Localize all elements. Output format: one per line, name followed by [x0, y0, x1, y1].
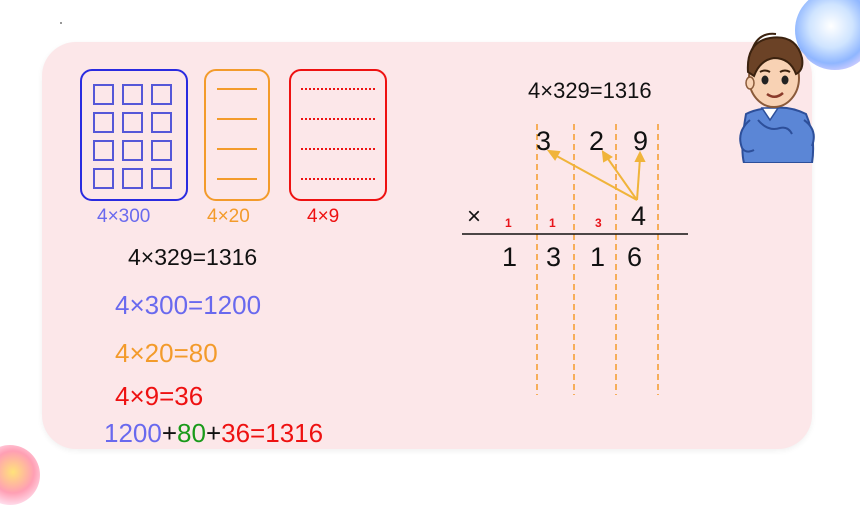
hundreds-caption: 4×300 [97, 206, 151, 227]
content-board [42, 42, 812, 449]
vertical-heading: 4×329=1316 [528, 78, 652, 103]
hundred-square [151, 140, 172, 161]
ten-line [217, 148, 257, 150]
hundred-square [151, 84, 172, 105]
ones-dot-row [301, 148, 375, 150]
hundred-square [151, 112, 172, 133]
ones-dot-row [301, 178, 375, 180]
multiply-arrows [546, 149, 646, 201]
product-hundreds-digit: 3 [546, 242, 562, 272]
multiplicand-tens-digit: 2 [589, 126, 605, 156]
sum-equation: 1200+80+36=1316 [104, 418, 323, 449]
times-sign: × [467, 203, 482, 230]
hundred-square [93, 168, 114, 189]
left-equation: 4×329=1316 [128, 244, 258, 270]
carry-digit: 3 [595, 216, 602, 230]
partial-ones: 4×9=36 [115, 381, 204, 411]
ten-line [217, 118, 257, 120]
hundred-square [122, 112, 143, 133]
sum-term-ones: 36=1316 [221, 418, 324, 448]
hundred-square [93, 140, 114, 161]
multiplicand-hundreds-digit: 3 [536, 126, 552, 156]
multiplier-digit: 4 [631, 201, 647, 231]
hundred-square [93, 84, 114, 105]
hundreds-block [80, 69, 188, 201]
ones-caption: 4×9 [307, 206, 340, 227]
carry-digit: 1 [505, 216, 512, 230]
hundred-square [122, 84, 143, 105]
tens-block [204, 69, 270, 201]
sum-term-tens: 80 [177, 418, 206, 448]
ten-line [217, 88, 257, 90]
hundred-square [93, 112, 114, 133]
product-tens-digit: 1 [590, 242, 606, 272]
sum-term-hundreds: 1200 [104, 418, 162, 448]
column-guides-and-arrows [462, 124, 688, 395]
hundred-square [151, 168, 172, 189]
sum-plus: + [205, 418, 222, 448]
ones-dot-row [301, 88, 375, 90]
tens-caption: 4×20 [207, 206, 250, 227]
partial-tens: 4×20=80 [115, 338, 218, 368]
sum-plus: + [161, 418, 178, 448]
decorative-dot [60, 22, 62, 24]
ones-block [289, 69, 387, 201]
partial-hundreds: 4×300=1200 [115, 290, 262, 320]
product-ones-digit: 6 [627, 242, 643, 272]
hundred-square [122, 140, 143, 161]
carry-digit: 1 [549, 216, 556, 230]
ones-dot-row [301, 118, 375, 120]
boy-thinking-icon [739, 32, 815, 163]
ten-line [217, 178, 257, 180]
hundred-square [122, 168, 143, 189]
multiplicand-ones-digit: 9 [633, 126, 649, 156]
product-thousands-digit: 1 [502, 242, 518, 272]
